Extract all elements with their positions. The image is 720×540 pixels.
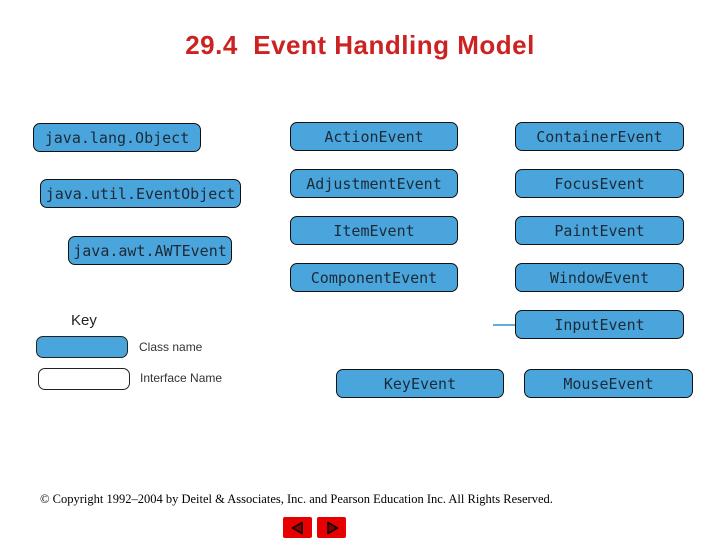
class-box-mouseevent: MouseEvent xyxy=(524,369,693,398)
legend-class-label: Class name xyxy=(139,340,203,354)
inputevent-connector-line xyxy=(493,324,515,326)
class-box-componentevent: ComponentEvent xyxy=(290,263,458,292)
class-box-windowevent: WindowEvent xyxy=(515,263,684,292)
class-box-itemevent: ItemEvent xyxy=(290,216,458,245)
legend-interface-label: Interface Name xyxy=(140,371,223,385)
copyright-notice: © Copyright 1992–2004 by Deitel & Associ… xyxy=(40,492,553,506)
class-box-java-util-eventobject: java.util.EventObject xyxy=(40,179,241,208)
class-box-keyevent: KeyEvent xyxy=(336,369,504,398)
previous-slide-button[interactable] xyxy=(283,517,312,538)
legend-interface-swatch xyxy=(38,368,130,390)
class-box-containerevent: ContainerEvent xyxy=(515,122,684,151)
class-box-adjustmentevent: AdjustmentEvent xyxy=(290,169,458,198)
class-box-java-lang-object: java.lang.Object xyxy=(33,123,201,152)
class-box-actionevent: ActionEvent xyxy=(290,122,458,151)
class-box-inputevent: InputEvent xyxy=(515,310,684,339)
class-box-focusevent: FocusEvent xyxy=(515,169,684,198)
legend-heading: Key xyxy=(71,312,97,329)
left-arrow-icon xyxy=(289,521,307,535)
next-slide-button[interactable] xyxy=(317,517,346,538)
right-arrow-icon xyxy=(323,521,341,535)
slide-title: 29.4 Event Handling Model xyxy=(185,30,535,60)
legend-class-swatch xyxy=(36,336,128,358)
class-box-paintevent: PaintEvent xyxy=(515,216,684,245)
class-box-java-awt-awtevent: java.awt.AWTEvent xyxy=(68,236,232,265)
